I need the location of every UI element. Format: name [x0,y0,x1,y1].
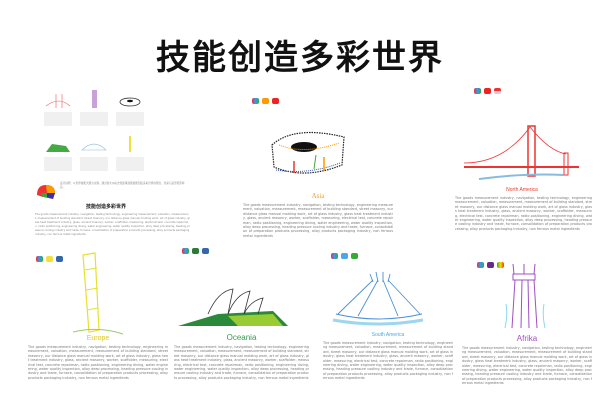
body-text: The goods measurement industry, navigati… [243,203,393,238]
region-label: South America [371,332,405,338]
overview-heading: 技能创造多彩世界 [86,204,127,210]
stadium-illustration [271,131,345,174]
color-brain-logo [37,185,55,199]
thumbnail-grid [44,90,144,171]
page-afrika: Afrika The goods measurement industry, n… [462,250,592,390]
page-europe: Europe The goods measurement industry, n… [28,248,168,398]
body-text: The goods measurement industry, navigati… [455,196,592,231]
logo-row [36,256,63,262]
body-text: The goods measurement industry, navigati… [462,346,592,386]
page-south-america: South America The goods measurement indu… [323,250,453,390]
body-text: The goods measurement industry, navigati… [323,341,453,381]
overview-body: The goods measurement industry, navigati… [35,213,190,236]
poster-title: 技能创造多彩世界 [156,38,444,78]
logo-row [477,262,504,268]
page-oceania: Oceania The goods measurement industry, … [174,244,309,394]
page-asia: Asia The goods measurement industry, nav… [240,95,400,245]
cathedral-illustration [332,272,424,326]
twisted-tower-illustration [73,252,123,335]
logo-row [474,88,501,94]
body-text: The goods measurement industry, navigati… [174,345,309,380]
overview-page: 设计说明：以世界技能大赛为主题，通过各大洲标志性建筑展现技能创造多彩世界的理念，… [30,84,190,249]
region-label: Asia [311,192,325,200]
page-north-america: North America The goods measurement indu… [452,85,592,250]
logo-row [252,98,279,104]
golden-gate-illustration [464,125,579,180]
region-label: North America [506,187,538,193]
logo-row [182,248,209,254]
region-label: Oceania [226,333,257,342]
body-text: The goods measurement industry, navigati… [28,345,168,380]
region-label: Europe [86,335,110,342]
tower-illustration [504,264,546,329]
region-label: Afrika [516,334,538,343]
opera-house-illustration [178,288,288,326]
logo-row [331,253,358,259]
overview-intro: 设计说明：以世界技能大赛为主题，通过各大洲标志性建筑展现技能创造多彩世界的理念，… [60,182,185,189]
